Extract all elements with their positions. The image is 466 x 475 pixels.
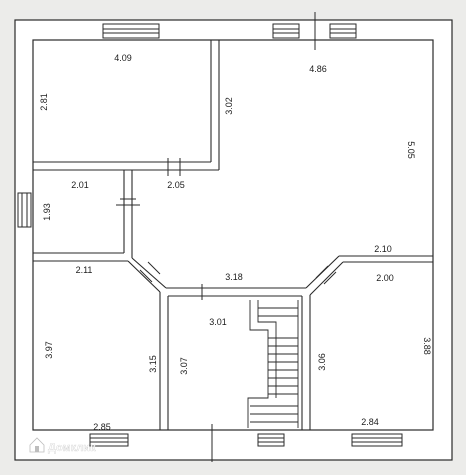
dim-bottom-right-top-wall: 2.10	[374, 244, 392, 254]
dim-corridor-top: 2.05	[167, 180, 185, 190]
dim-bottom-right-left-wall: 3.06	[317, 353, 327, 371]
dim-bottom-left-width: 2.85	[93, 422, 111, 432]
dim-room-small-width: 2.01	[71, 180, 89, 190]
window-top-left	[102, 23, 160, 39]
dim-room-top-left-right-wall: 3.02	[224, 97, 234, 115]
dim-bottom-right-width: 2.00	[376, 273, 394, 283]
windows	[17, 23, 403, 447]
dim-bottom-left-height: 3.97	[44, 341, 54, 359]
interior-walls	[33, 40, 433, 430]
door-markers	[116, 12, 337, 462]
window-top-right-b	[329, 23, 357, 39]
window-left	[17, 192, 32, 228]
window-bottom-center	[257, 433, 285, 447]
dim-room-top-right-width: 4.86	[309, 64, 327, 74]
watermark-text: Домклик	[48, 442, 96, 454]
watermark: Домклик	[29, 437, 96, 454]
dim-bottom-right-bottom: 2.84	[361, 417, 379, 427]
dim-bottom-right-height: 3.88	[422, 337, 432, 355]
dim-room-top-right-height: 5.05	[406, 141, 416, 159]
dim-room-top-left-height: 2.81	[39, 93, 49, 111]
dim-bottom-left-right-wall: 3.15	[148, 355, 158, 373]
house-logo-icon	[29, 437, 45, 453]
dim-stair-room-height: 3.07	[179, 357, 189, 375]
window-bottom-right	[351, 433, 403, 447]
dim-room-small-height: 1.93	[42, 203, 52, 221]
staircase	[247, 300, 299, 428]
outer-wall	[14, 19, 453, 461]
dim-stair-room-width: 3.01	[209, 317, 227, 327]
window-top-right-a	[272, 23, 300, 39]
dim-bottom-left-top: 2.11	[76, 265, 93, 275]
dim-room-top-left-width: 4.09	[114, 53, 132, 63]
window-bottom-left	[89, 433, 129, 447]
dim-center-top: 3.18	[225, 272, 243, 282]
dimension-labels: 4.09 2.81 3.02 4.86 5.05 2.01 1.93 2.05 …	[39, 53, 432, 432]
